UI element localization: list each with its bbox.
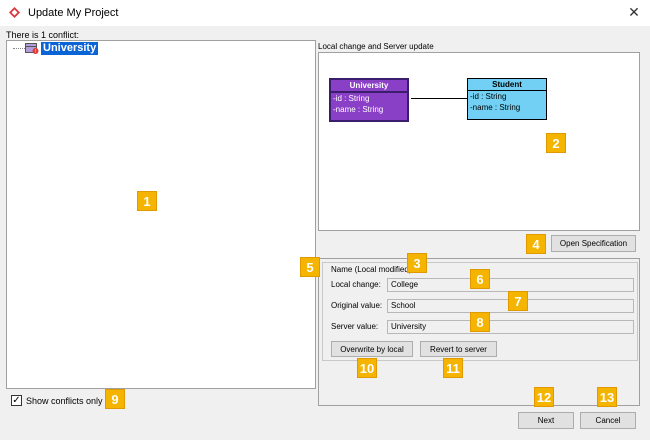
diagram-preview: University -id : String -name : String S…	[318, 52, 640, 231]
callout-badge-10: 10	[357, 358, 377, 378]
callout-badge-6: 6	[470, 269, 490, 289]
app-logo-icon	[9, 7, 20, 18]
uml-class-name: Student	[468, 79, 546, 91]
overwrite-by-local-button[interactable]: Overwrite by local	[331, 341, 413, 357]
uml-class-university: University -id : String -name : String	[329, 78, 409, 122]
uml-attribute: -id : String	[470, 92, 507, 101]
local-change-label: Local change:	[331, 280, 381, 289]
title-bar: Update My Project ✕	[0, 0, 650, 26]
group-title: Name (Local modified)	[329, 265, 414, 274]
callout-badge-13: 13	[597, 387, 617, 407]
callout-badge-3: 3	[407, 253, 427, 273]
server-value-label: Server value:	[331, 322, 379, 331]
svg-text:!: !	[35, 49, 36, 54]
callout-badge-5: 5	[300, 257, 320, 277]
cancel-button[interactable]: Cancel	[580, 412, 636, 429]
callout-badge-7: 7	[508, 291, 528, 311]
callout-badge-4: 4	[526, 234, 546, 254]
next-button[interactable]: Next	[518, 412, 574, 429]
tree-item-university[interactable]: University	[41, 42, 99, 55]
show-conflicts-label: Show conflicts only	[26, 395, 103, 406]
class-conflict-icon: !	[25, 43, 39, 54]
uml-class-student: Student -id : String -name : String	[467, 78, 547, 120]
original-value-label: Original value:	[331, 301, 383, 310]
diagram-label: Local change and Server update	[318, 42, 434, 51]
close-icon[interactable]: ✕	[628, 4, 640, 20]
uml-attribute: -id : String	[333, 94, 370, 103]
callout-badge-9: 9	[105, 389, 125, 409]
server-value-field: University	[387, 320, 634, 334]
conflict-tree[interactable]: ! University	[6, 40, 316, 389]
open-specification-button[interactable]: Open Specification	[551, 235, 636, 252]
uml-attribute: -name : String	[470, 103, 521, 112]
show-conflicts-only-checkbox[interactable]: ✓ Show conflicts only	[11, 395, 103, 406]
uml-class-name: University	[331, 80, 407, 93]
window-title: Update My Project	[28, 7, 119, 19]
revert-to-server-button[interactable]: Revert to server	[420, 341, 497, 357]
association-line	[411, 98, 467, 99]
callout-badge-2: 2	[546, 133, 566, 153]
callout-badge-1: 1	[137, 191, 157, 211]
conflict-count-label: There is 1 conflict:	[6, 30, 80, 40]
local-change-field: College	[387, 278, 634, 292]
checkbox-checked-icon[interactable]: ✓	[11, 395, 22, 406]
callout-badge-11: 11	[443, 358, 463, 378]
tree-connector	[13, 48, 27, 49]
callout-badge-8: 8	[470, 312, 490, 332]
callout-badge-12: 12	[534, 387, 554, 407]
uml-attribute: -name : String	[333, 105, 384, 114]
